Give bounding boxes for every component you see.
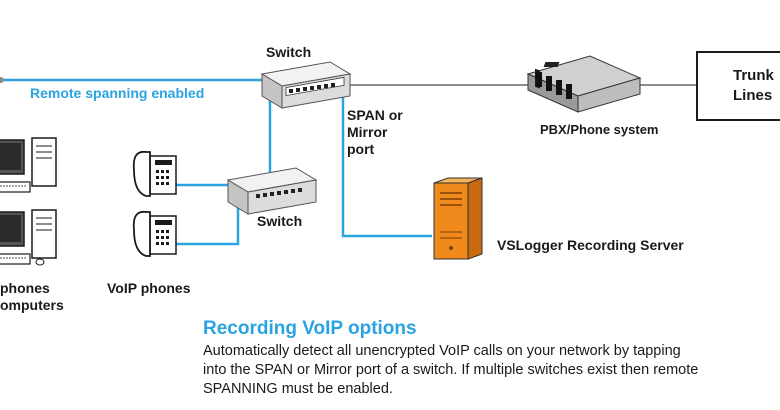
trunk-label-line1: Trunk xyxy=(733,67,774,84)
span-port-line xyxy=(341,92,432,238)
recording-server-label: VSLogger Recording Server xyxy=(497,237,684,253)
computer-1-icon xyxy=(0,137,57,193)
trunk-lines-box xyxy=(696,51,780,121)
pbx-icon xyxy=(526,55,642,113)
trunk-label-line2: Lines xyxy=(733,87,772,104)
switch-bottom-label: Switch xyxy=(257,213,302,229)
phone2-line xyxy=(175,196,240,246)
caption-title: Recording VoIP options xyxy=(203,318,417,339)
caption-body: Automatically detect all unencrypted VoI… xyxy=(203,343,699,397)
recording-server-icon xyxy=(433,177,483,260)
connection-lines xyxy=(0,77,697,246)
left-devices-label-line1: phones xyxy=(0,280,50,296)
voip-phones-label: VoIP phones xyxy=(107,280,191,296)
left-devices-label-line2: omputers xyxy=(0,297,64,313)
remote-spanning-label: Remote spanning enabled xyxy=(30,85,204,101)
remote-line-end xyxy=(0,77,4,83)
caption-block: Recording VoIP options Automatically det… xyxy=(203,318,703,399)
span-label-line2: Mirror xyxy=(347,124,388,140)
switch-top-label: Switch xyxy=(266,44,311,60)
switch-top-icon xyxy=(260,61,352,109)
switch-bottom-icon xyxy=(226,167,318,215)
voip-phone-2-icon xyxy=(132,210,177,257)
computer-2-icon xyxy=(0,209,57,266)
span-label-line1: SPAN or xyxy=(347,107,403,123)
span-label-line3: port xyxy=(347,141,375,157)
voip-phone-1-icon xyxy=(132,150,177,197)
pbx-label: PBX/Phone system xyxy=(540,122,659,137)
